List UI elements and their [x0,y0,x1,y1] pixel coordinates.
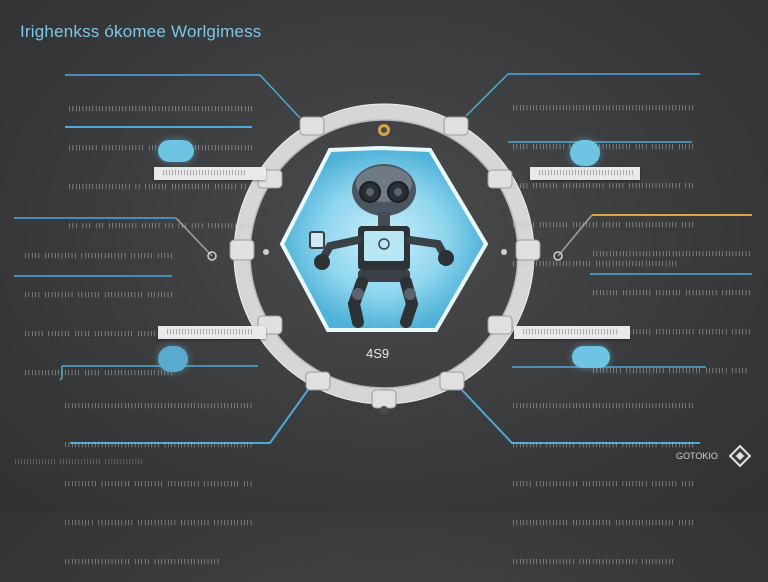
robot-illustration [279,145,489,332]
panel-line: |||||| ||||||| ||||| |||||||||||| ||||||… [24,331,174,337]
label-tag-top-right: |||||||||||||||||||||||||||||||| [530,167,640,180]
panel-mid-right: ||||||||||||||||||||||||||||||||||||||||… [592,222,750,391]
infographic-frame [14,73,752,444]
connector-lines-right [461,73,752,444]
panel-line: ||||||||||||||||||||||||||||||||||||||||… [64,403,254,409]
panel-line: ||||||||||||||||||||||||||||||||||||||||… [68,106,252,112]
panel-line: ||||| |||||||||| ||||| ||||||||||||| |||… [512,144,694,150]
panel-line: ||||||||| ||||||||| |||||||||||| |||||||… [512,442,694,448]
panel-line: ||||| ||||||||| ||||||| |||||||||||| |||… [24,292,174,298]
info-pill-icon [572,346,610,368]
panel-mid-left: ||||| |||||||||| |||||||||||||| ||||||| … [24,224,174,393]
footer-text: |||||||||||||| |||||||||||||| ||||||||||… [14,459,144,465]
panel-line: ||||||||| ||||||||||| |||||||||||| |||||… [64,520,254,526]
panel-line: ||||| |||||||||| |||||||||||||| ||||||| … [24,253,174,259]
info-pill-icon [158,346,188,372]
panel-bottom-left: ||||||||||||||||||||||||||||||||||||||||… [64,374,254,582]
label-tag-top-left: |||||||||||||||||||||||||||| [154,167,266,180]
panel-line: ||||||||||||||||||| |||||||||||||||||| |… [512,559,675,565]
info-pill-icon [570,140,600,166]
panel-bottom-right: ||||||||||||||||||||||||||||||||||||||||… [512,374,694,582]
panel-line: ||||||||||||||||||||||||||||||||||||||||… [592,251,750,257]
panel-line: ||| ||| ||| ||||||||| |||||| ||| ||| |||… [68,223,252,229]
panel-line: |||||||||| ||||||||| ||||||||| |||||||||… [64,481,254,487]
panel-line: ||||||||||||||||||||||||||||| ||||||||||… [64,442,254,448]
ring-frame [207,103,563,414]
info-pill-icon [158,140,194,162]
panel-line: ||||||||||||||||| |||||||||||| |||||||||… [512,520,694,526]
panel-line: |||||| ||||||||||||| ||||||||||| |||||||… [512,481,694,487]
panel-line: ||||| |||||||||||||||||| |||||||||||||||… [512,261,678,267]
panel-line: |||||||||||||||||||| ||||| |||||||||||||… [64,559,220,565]
panel-line: ||||||| ||||||||| |||||||| |||||| ||||||… [512,222,694,228]
panel-top-right: ||||||||||||||||||||||||||||||||||||||||… [512,76,694,284]
panel-line: ||||||||||||||||||||||||||||||||||||||||… [512,105,694,111]
panel-top-left: ||||||||||||||||||||||||||||||||||||||||… [68,77,252,246]
label-tag-mid-left: ||||||||||||||||||||||||||||| [158,326,266,339]
panel-line: ||||| |||||||| ||||||||||||| ||||| |||||… [512,183,694,189]
panel-line: ||||||||||||||||| ||||| ||||||||||||||||… [24,370,174,376]
connector-lines-left [14,74,316,444]
panel-line: ||||||||||||||||||| || ||||||| |||||||||… [68,184,252,190]
brand-name: GOTOKIO [676,451,718,461]
panel-line: ||||||||| |||||||||||| |||||||||| ||||||… [592,368,750,374]
page-title: Irighenkss ókomee Worlgimess [20,22,262,41]
panel-line: |||||||| ||||||||| |||||||| |||||||||| |… [592,290,750,296]
label-tag-mid-right: |||||||||||||||||||||||||||||||| [514,326,630,339]
center-label: 4S9 [366,346,390,361]
panel-line: ||||||||||||||||||||||||||||||||||||||||… [512,403,694,409]
